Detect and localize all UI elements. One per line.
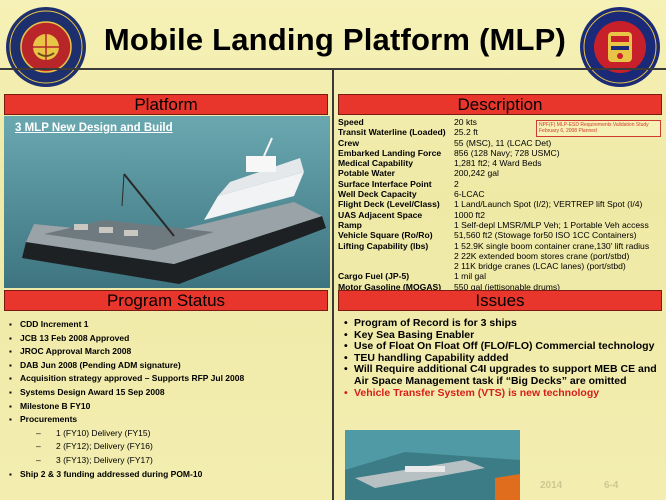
description-key: Vehicle Square (Ro/Ro) bbox=[338, 230, 433, 241]
description-value: 20 kts bbox=[454, 117, 477, 127]
status-item: CDD Increment 1 bbox=[8, 318, 328, 332]
status-subitem: 3 (FY13); Delivery (FY17) bbox=[8, 454, 328, 468]
center-divider bbox=[332, 68, 334, 500]
description-value: 1,281 ft2; 4 Ward Beds bbox=[454, 158, 542, 169]
description-row: Lifting Capability (lbs) 1 52.9K single b… bbox=[338, 241, 664, 251]
description-value: 1000 ft2 bbox=[454, 209, 486, 220]
description-row: 2 22K extended boom stores crane (port/s… bbox=[338, 251, 664, 261]
status-item: JCB 13 Feb 2008 Approved bbox=[8, 332, 328, 346]
description-value: 1 Land/Launch Spot (I/2); VERTREP lift S… bbox=[454, 199, 643, 210]
description-value: 1 Self-depl LMSR/MLP Veh; 1 Portable Veh… bbox=[454, 219, 649, 230]
status-item: DAB Jun 2008 (Pending ADM signature) bbox=[8, 359, 328, 373]
program-status-header: Program Status bbox=[4, 290, 328, 311]
description-row: Ramp 1 Self-depl LMSR/MLP Veh; 1 Portable… bbox=[338, 220, 664, 230]
description-key: Cargo Fuel (JP-5) bbox=[338, 271, 410, 282]
status-item: Milestone B FY10 bbox=[8, 400, 328, 414]
description-value: 550 gal (jettisonable drums) bbox=[454, 281, 561, 292]
issue-item: Program of Record is for 3 ships bbox=[344, 317, 660, 330]
description-value: 2 22K extended boom stores crane (port/s… bbox=[454, 250, 630, 261]
issues-header: Issues bbox=[338, 290, 662, 311]
description-value: 6-LCAC bbox=[454, 189, 485, 200]
description-row: Crew 55 (MSC), 11 (LCAC Det) bbox=[338, 138, 664, 148]
issue-item: Use of Float On Float Off (FLO/FLO) Comm… bbox=[344, 341, 660, 353]
issue-item: Vehicle Transfer System (VTS) is new tec… bbox=[344, 387, 660, 400]
description-key: Potable Water bbox=[338, 168, 395, 179]
description-key bbox=[338, 251, 454, 261]
page-number: 6-4 bbox=[604, 480, 619, 491]
description-key: UAS Adjacent Space bbox=[338, 209, 423, 220]
description-value: 1 mil gal bbox=[454, 271, 486, 282]
description-value: 55 (MSC), 11 (LCAC Det) bbox=[454, 137, 552, 148]
status-item: JROC Approval March 2008 bbox=[8, 345, 328, 359]
description-row: Vehicle Square (Ro/Ro) 51,560 ft2 (Stowag… bbox=[338, 230, 664, 240]
description-row: Flight Deck (Level/Class) 1 Land/Launch S… bbox=[338, 199, 664, 209]
description-row: Potable Water 200,242 gal bbox=[338, 168, 664, 178]
description-key: Medical Capability bbox=[338, 158, 413, 169]
description-value: 856 (128 Navy; 728 USMC) bbox=[454, 147, 560, 158]
description-value: 2 11K bridge cranes (LCAC lanes) (port/s… bbox=[454, 261, 626, 272]
description-key: Embarked Landing Force bbox=[338, 147, 442, 158]
issue-item: Key Sea Basing Enabler bbox=[344, 329, 660, 342]
description-key: Well Deck Capacity bbox=[338, 189, 417, 200]
status-item: Procurements bbox=[8, 413, 328, 427]
description-key bbox=[338, 261, 454, 271]
ship-rendering-image: 3 MLP New Design and Build bbox=[4, 116, 330, 288]
description-key: Lifting Capability (lbs) bbox=[338, 240, 429, 251]
status-item: Acquisition strategy approved – Supports… bbox=[8, 372, 328, 386]
description-row: Medical Capability 1,281 ft2; 4 Ward Beds bbox=[338, 158, 664, 168]
description-row: Embarked Landing Force 856 (128 Navy; 728… bbox=[338, 148, 664, 158]
description-value: 200,242 gal bbox=[454, 168, 499, 179]
issue-item: TEU handling Capability added bbox=[344, 352, 660, 365]
vts-illustration bbox=[345, 430, 520, 500]
slide-title: Mobile Landing Platform (MLP) bbox=[103, 22, 567, 57]
description-header: Description bbox=[338, 94, 662, 115]
status-item: Systems Design Award 15 Sep 2008 bbox=[8, 386, 328, 400]
footer-year: 2014 bbox=[540, 480, 563, 491]
status-item: Ship 2 & 3 funding addressed during POM-… bbox=[8, 468, 328, 482]
description-row: 2 11K bridge cranes (LCAC lanes) (port/s… bbox=[338, 261, 664, 271]
description-key: Motor Gasoline (MOGAS) bbox=[338, 281, 442, 292]
validation-stamp: NPF(F) MLP-ESD Requirements Validation S… bbox=[536, 120, 661, 137]
description-key: Surface Interface Point bbox=[338, 178, 432, 189]
description-key: Flight Deck (Level/Class) bbox=[338, 199, 440, 210]
description-value: 51,560 ft2 (Stowage for50 ISO 1CC Contai… bbox=[454, 230, 637, 241]
ship-illustration bbox=[4, 116, 330, 288]
description-value: 2 bbox=[454, 178, 459, 189]
description-key: Transit Waterline (Loaded) bbox=[338, 127, 446, 138]
description-row: Cargo Fuel (JP-5) 1 mil gal bbox=[338, 271, 664, 281]
issues-list: Program of Record is for 3 shipsKey Sea … bbox=[344, 317, 660, 400]
description-value: 25.2 ft bbox=[454, 127, 478, 138]
description-row: Surface Interface Point 2 bbox=[338, 179, 664, 189]
navy-marine-corps-seal-icon bbox=[6, 7, 86, 87]
description-value: 1 52.9K single boom container crane,130'… bbox=[454, 240, 650, 251]
mccdc-seal-icon bbox=[580, 7, 660, 87]
description-key: Speed bbox=[338, 117, 364, 127]
issue-item: Will Require additional C4I upgrades to … bbox=[344, 364, 660, 387]
description-row: Transit Waterline (Loaded) 25.2 ft bbox=[338, 127, 664, 137]
platform-caption: 3 MLP New Design and Build bbox=[15, 122, 173, 134]
vts-thumbnail-image bbox=[345, 430, 520, 500]
status-subitem: 1 (FY10) Delivery (FY15) bbox=[8, 427, 328, 441]
description-row: Motor Gasoline (MOGAS) 550 gal (jettisona… bbox=[338, 282, 664, 292]
description-key: Crew bbox=[338, 137, 360, 148]
description-row: Well Deck Capacity 6-LCAC bbox=[338, 189, 664, 199]
description-row: Speed 20 kts bbox=[338, 117, 664, 127]
platform-header: Platform bbox=[4, 94, 328, 115]
status-subitem: 2 (FY12); Delivery (FY16) bbox=[8, 440, 328, 454]
description-row: UAS Adjacent Space 1000 ft2 bbox=[338, 210, 664, 220]
program-status-list: CDD Increment 1JCB 13 Feb 2008 ApprovedJ… bbox=[8, 318, 328, 481]
description-key: Ramp bbox=[338, 219, 362, 230]
